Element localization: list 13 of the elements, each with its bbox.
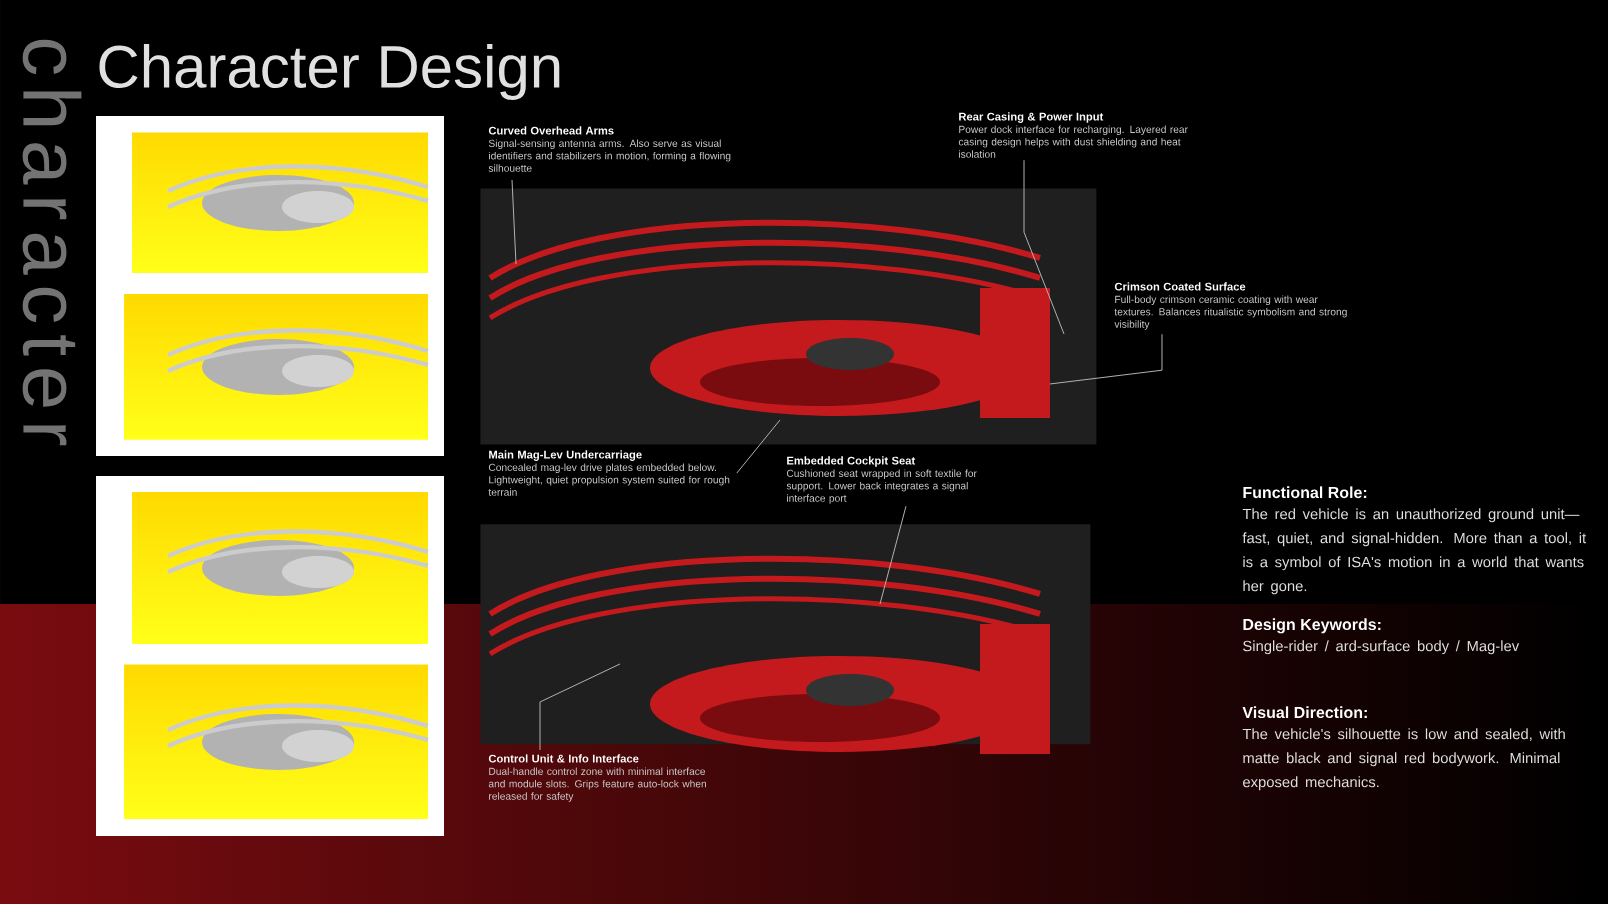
section-heading: Functional Role: bbox=[1243, 486, 1367, 499]
leader-line bbox=[511, 179, 517, 265]
leader-line bbox=[1023, 159, 1065, 335]
leader-line bbox=[539, 663, 621, 751]
vehicle-render bbox=[480, 188, 1097, 445]
vehicle-render bbox=[480, 524, 1091, 754]
section-heading: Design Keywords: bbox=[1243, 618, 1381, 634]
leader-line bbox=[1049, 333, 1163, 385]
section-heading: Visual Direction: bbox=[1242, 706, 1367, 719]
leader-line bbox=[736, 419, 781, 474]
vertical-word: character bbox=[22, 39, 82, 446]
leader-line bbox=[879, 505, 907, 605]
title: Character Design bbox=[99, 44, 560, 100]
